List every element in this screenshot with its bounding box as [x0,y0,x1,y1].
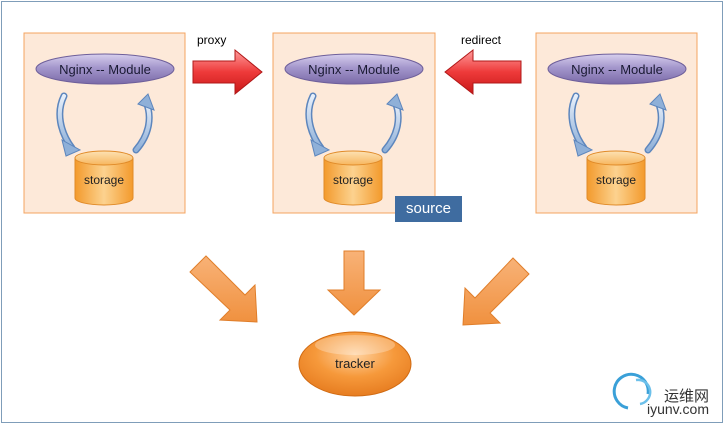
left-storage-label: storage [83,173,125,187]
tracker-node [298,331,412,397]
right-module-label: Nginx -- Module [571,62,663,77]
left-to-tracker-arrow [189,255,258,323]
tracker-label: tracker [335,356,375,371]
left-module-label: Nginx -- Module [59,62,151,77]
watermark-site: iyunv.com [647,401,709,417]
proxy-label: proxy [197,33,227,47]
center-to-tracker-arrow [326,250,382,316]
site-logo-icon [612,372,652,410]
right-node [535,32,698,214]
left-node [23,32,186,214]
right-to-tracker-arrow [462,257,530,326]
source-badge: source [395,196,462,222]
proxy-arrow [192,48,263,96]
center-module-label: Nginx -- Module [308,62,400,77]
watermark-chinese: 运维网 [664,387,710,405]
center-storage-label: storage [332,173,374,187]
center-node [272,32,436,214]
right-storage-label: storage [595,173,637,187]
redirect-label: redirect [461,33,502,47]
redirect-arrow [444,48,522,96]
